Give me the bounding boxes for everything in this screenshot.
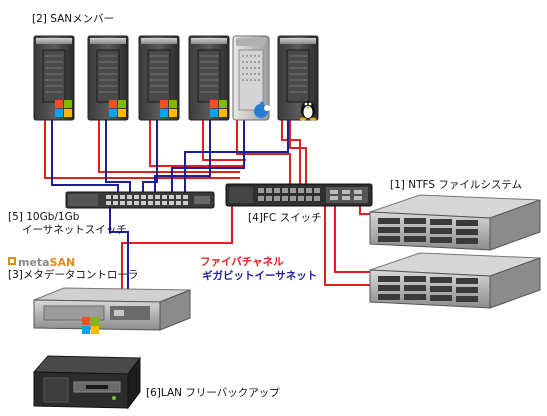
metasan-brand-prefix: meta	[18, 256, 50, 269]
fc-switch-label: [4]FC スイッチ	[248, 212, 322, 224]
metasan-brand: metaSAN	[18, 256, 75, 269]
tape-backup-drive	[32, 355, 141, 410]
lan-free-backup-label: [6]LAN フリーバックアップ	[146, 387, 280, 399]
server-tower	[188, 35, 230, 121]
windows-logo-icon	[109, 100, 126, 117]
legend-fibre-channel: ファイバチャネル	[200, 256, 284, 268]
metasan-logo-icon	[8, 257, 16, 265]
server-tower	[87, 35, 129, 121]
san-member-servers	[33, 35, 319, 121]
server-tower	[33, 35, 75, 121]
storage-array	[369, 252, 541, 309]
apple-logo-icon	[254, 101, 270, 118]
ethernet-switch	[65, 191, 215, 209]
ntfs-label: [1] NTFS ファイルシステム	[390, 179, 523, 191]
metasan-brand-suffix: SAN	[49, 256, 76, 269]
windows-logo-icon	[82, 317, 99, 334]
mac-pro-server	[232, 35, 270, 121]
metadata-controller-server	[33, 287, 191, 331]
ethernet-switch-label-line2: イーサネットスイッチ	[22, 224, 127, 236]
san-members-label: [2] SANメンバー	[32, 13, 115, 25]
fc-switch	[225, 183, 373, 207]
server-tower	[138, 35, 180, 121]
legend-gigabit-ethernet: ギガビットイーサネット	[202, 270, 318, 282]
windows-logo-icon	[210, 100, 227, 117]
linux-tux-icon	[299, 101, 317, 121]
metadata-controller-label: [3]メタデータコントローラ	[8, 269, 139, 281]
fibre-channel-cables	[44, 120, 372, 290]
server-tower	[277, 35, 319, 121]
ethernet-switch-label-line1: [5] 10Gb/1Gb	[8, 211, 80, 223]
gigabit-ethernet-cables	[51, 120, 289, 290]
windows-logo-icon	[55, 100, 72, 117]
storage-array	[369, 194, 541, 251]
windows-logo-icon	[160, 100, 177, 117]
